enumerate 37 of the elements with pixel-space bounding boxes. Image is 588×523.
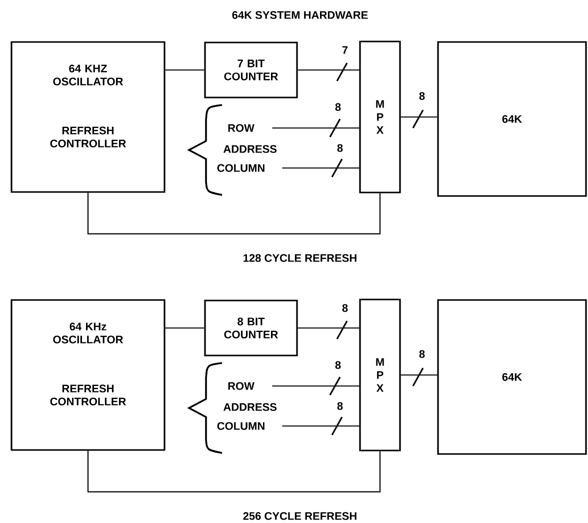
bus-line bbox=[282, 167, 360, 169]
bus-line bbox=[165, 327, 204, 329]
controller-box: 64 KHZ OSCILLATOR REFRESH CONTROLLER bbox=[10, 41, 166, 193]
multiplexer-box: M P X bbox=[359, 298, 401, 452]
signal-name: ROW bbox=[228, 124, 254, 132]
edge-label: 8 bbox=[342, 304, 348, 312]
edge-label: 8 bbox=[337, 402, 343, 410]
caption: 256 CYCLE REFRESH bbox=[243, 512, 356, 520]
bus-line bbox=[400, 374, 438, 376]
counter-box: 7 BIT COUNTER bbox=[204, 42, 298, 98]
edge-label: 8 bbox=[335, 361, 341, 369]
bus-line bbox=[272, 127, 360, 129]
signal-name: ROW bbox=[228, 382, 254, 390]
bus-line bbox=[282, 425, 360, 427]
signal-name: COLUMN bbox=[217, 164, 264, 172]
edge-label: 7 bbox=[342, 46, 348, 54]
bus-line bbox=[298, 327, 360, 329]
bus-line bbox=[87, 450, 381, 492]
bus-line bbox=[87, 192, 381, 234]
bus-line bbox=[165, 69, 204, 71]
signal-name: ADDRESS bbox=[223, 145, 277, 153]
signal-name: ADDRESS bbox=[223, 403, 277, 411]
bus-line bbox=[298, 69, 360, 71]
memory-box: 64K bbox=[437, 299, 587, 455]
bus-line bbox=[400, 116, 438, 118]
edge-label: 8 bbox=[419, 92, 425, 100]
caption: 128 CYCLE REFRESH bbox=[244, 254, 356, 262]
edge-label: 8 bbox=[335, 103, 341, 111]
signal-name: COLUMN bbox=[217, 422, 264, 430]
memory-box: 64K bbox=[437, 41, 587, 197]
bus-line bbox=[272, 385, 360, 387]
controller-box: 64 KHz OSCILLATOR REFRESH CONTROLLER bbox=[10, 299, 166, 451]
edge-label: 8 bbox=[419, 350, 425, 358]
multiplexer-box: M P X bbox=[359, 40, 401, 194]
counter-box: 8 BIT COUNTER bbox=[204, 300, 298, 356]
edge-label: 8 bbox=[337, 144, 343, 152]
title: 64K SYSTEM HARDWARE bbox=[232, 11, 368, 19]
